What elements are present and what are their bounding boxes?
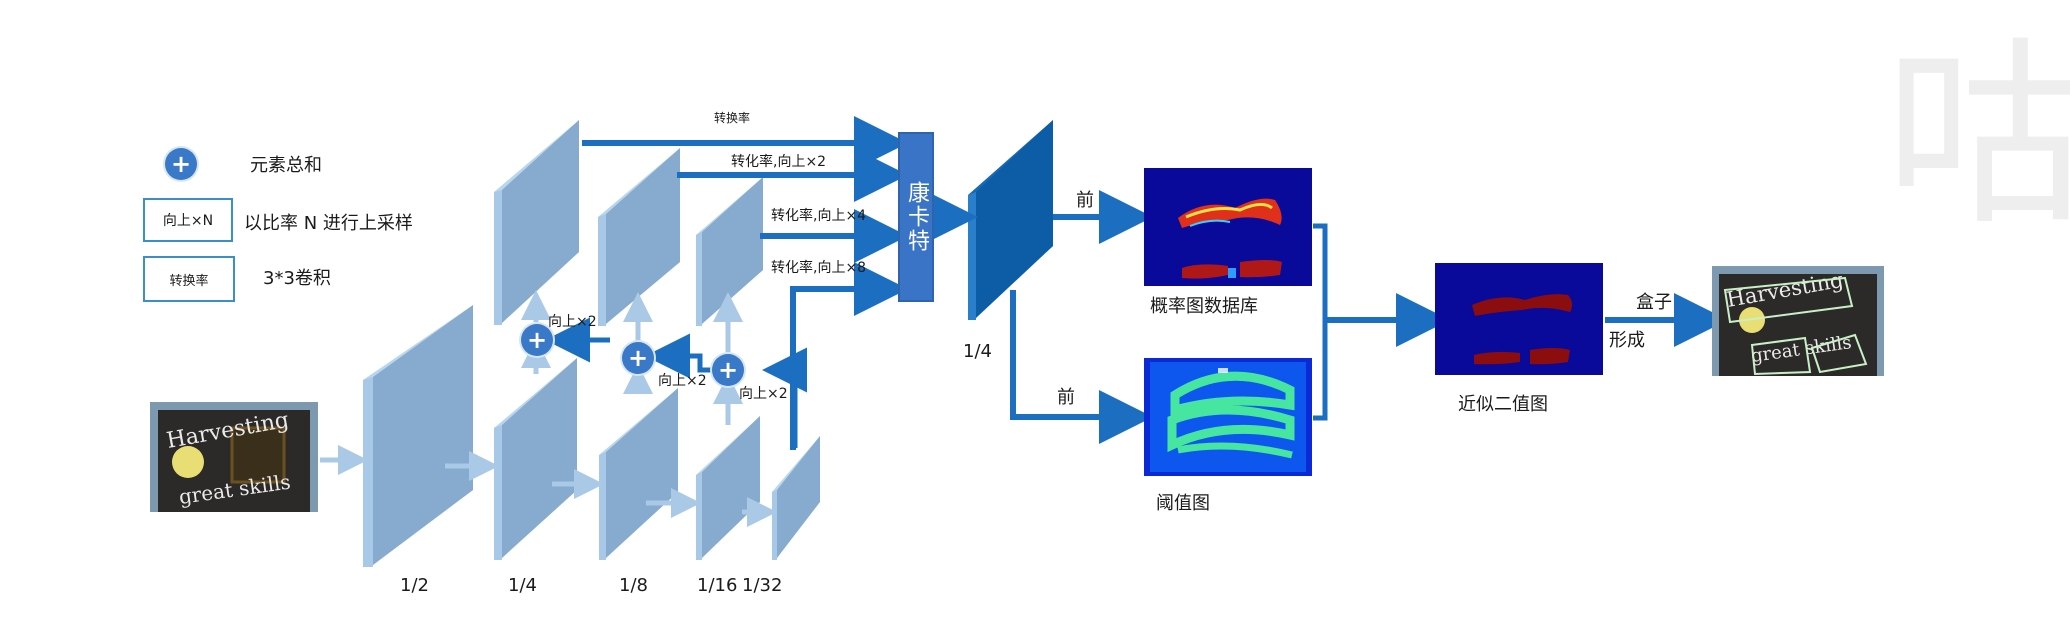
concat-block: 康卡特 <box>898 132 934 302</box>
backbone-stage-5 <box>772 436 820 560</box>
scale-label-1-32: 1/32 <box>742 575 783 596</box>
fused-scale-label: 1/4 <box>963 341 992 362</box>
box-formation-label-2: 形成 <box>1609 330 1645 351</box>
scale-label-1-2: 1/2 <box>400 575 429 596</box>
watermark-glyph: 咕 <box>1885 25 2070 248</box>
legend-upsample-label: 以比率 N 进行上采样 <box>244 213 413 234</box>
probability-map-graphic <box>1144 168 1312 286</box>
legend-conv-label: 3*3卷积 <box>263 268 331 289</box>
backbone-arrows <box>320 445 777 527</box>
fpn-map-1 <box>494 120 579 325</box>
scale-label-1-4: 1/4 <box>508 575 537 596</box>
backbone-stage-1 <box>363 305 473 567</box>
branch-label-top: 前 <box>1076 190 1094 211</box>
threshold-map-label: 阈值图 <box>1156 493 1210 514</box>
legend-conv-box: 转换率 <box>143 256 235 302</box>
binary-map-label: 近似二值图 <box>1458 394 1548 415</box>
vertical-arrows <box>521 290 743 425</box>
fpn-map-3 <box>696 177 763 326</box>
input-photo: Harvesting great skills <box>150 402 318 512</box>
sum-node-1: + <box>521 324 553 356</box>
arrow-label-conv: 转换率 <box>714 111 751 125</box>
branch-label-bottom: 前 <box>1057 387 1075 408</box>
box-formation-label-1: 盒子 <box>1636 292 1672 313</box>
backbone-stage-2 <box>494 358 577 560</box>
concat-input-arrows <box>582 116 908 450</box>
output-photo: Harvesting great skills <box>1712 266 1884 376</box>
branch-arrows <box>1010 190 1728 444</box>
sum-node-2: + <box>622 342 654 374</box>
fpn-upsample-label-3: 向上×2 <box>739 386 788 402</box>
legend-upsample-box: 向上×N <box>143 198 233 242</box>
arrow-label-up2: 转化率,向上×2 <box>731 154 827 170</box>
arrow-label-up8: 转化率,向上×8 <box>771 260 867 276</box>
arrow-label-up4: 转化率,向上×4 <box>771 208 867 224</box>
scale-label-1-16: 1/16 <box>697 575 738 596</box>
legend-sum-label: 元素总和 <box>250 155 322 176</box>
fpn-map-2 <box>598 148 680 326</box>
sum-node-3: + <box>712 354 744 386</box>
threshold-map-graphic <box>1144 358 1312 476</box>
scale-label-1-8: 1/8 <box>619 575 648 596</box>
legend-sum-icon: + <box>165 148 197 180</box>
probability-map-label: 概率图数据库 <box>1150 296 1258 317</box>
backbone-stage-4 <box>696 416 760 560</box>
binary-map-graphic <box>1435 263 1603 375</box>
fpn-upsample-label-2: 向上×2 <box>658 373 707 389</box>
fpn-upsample-label-1: 向上×2 <box>548 314 597 330</box>
backbone-stage-3 <box>599 388 678 560</box>
